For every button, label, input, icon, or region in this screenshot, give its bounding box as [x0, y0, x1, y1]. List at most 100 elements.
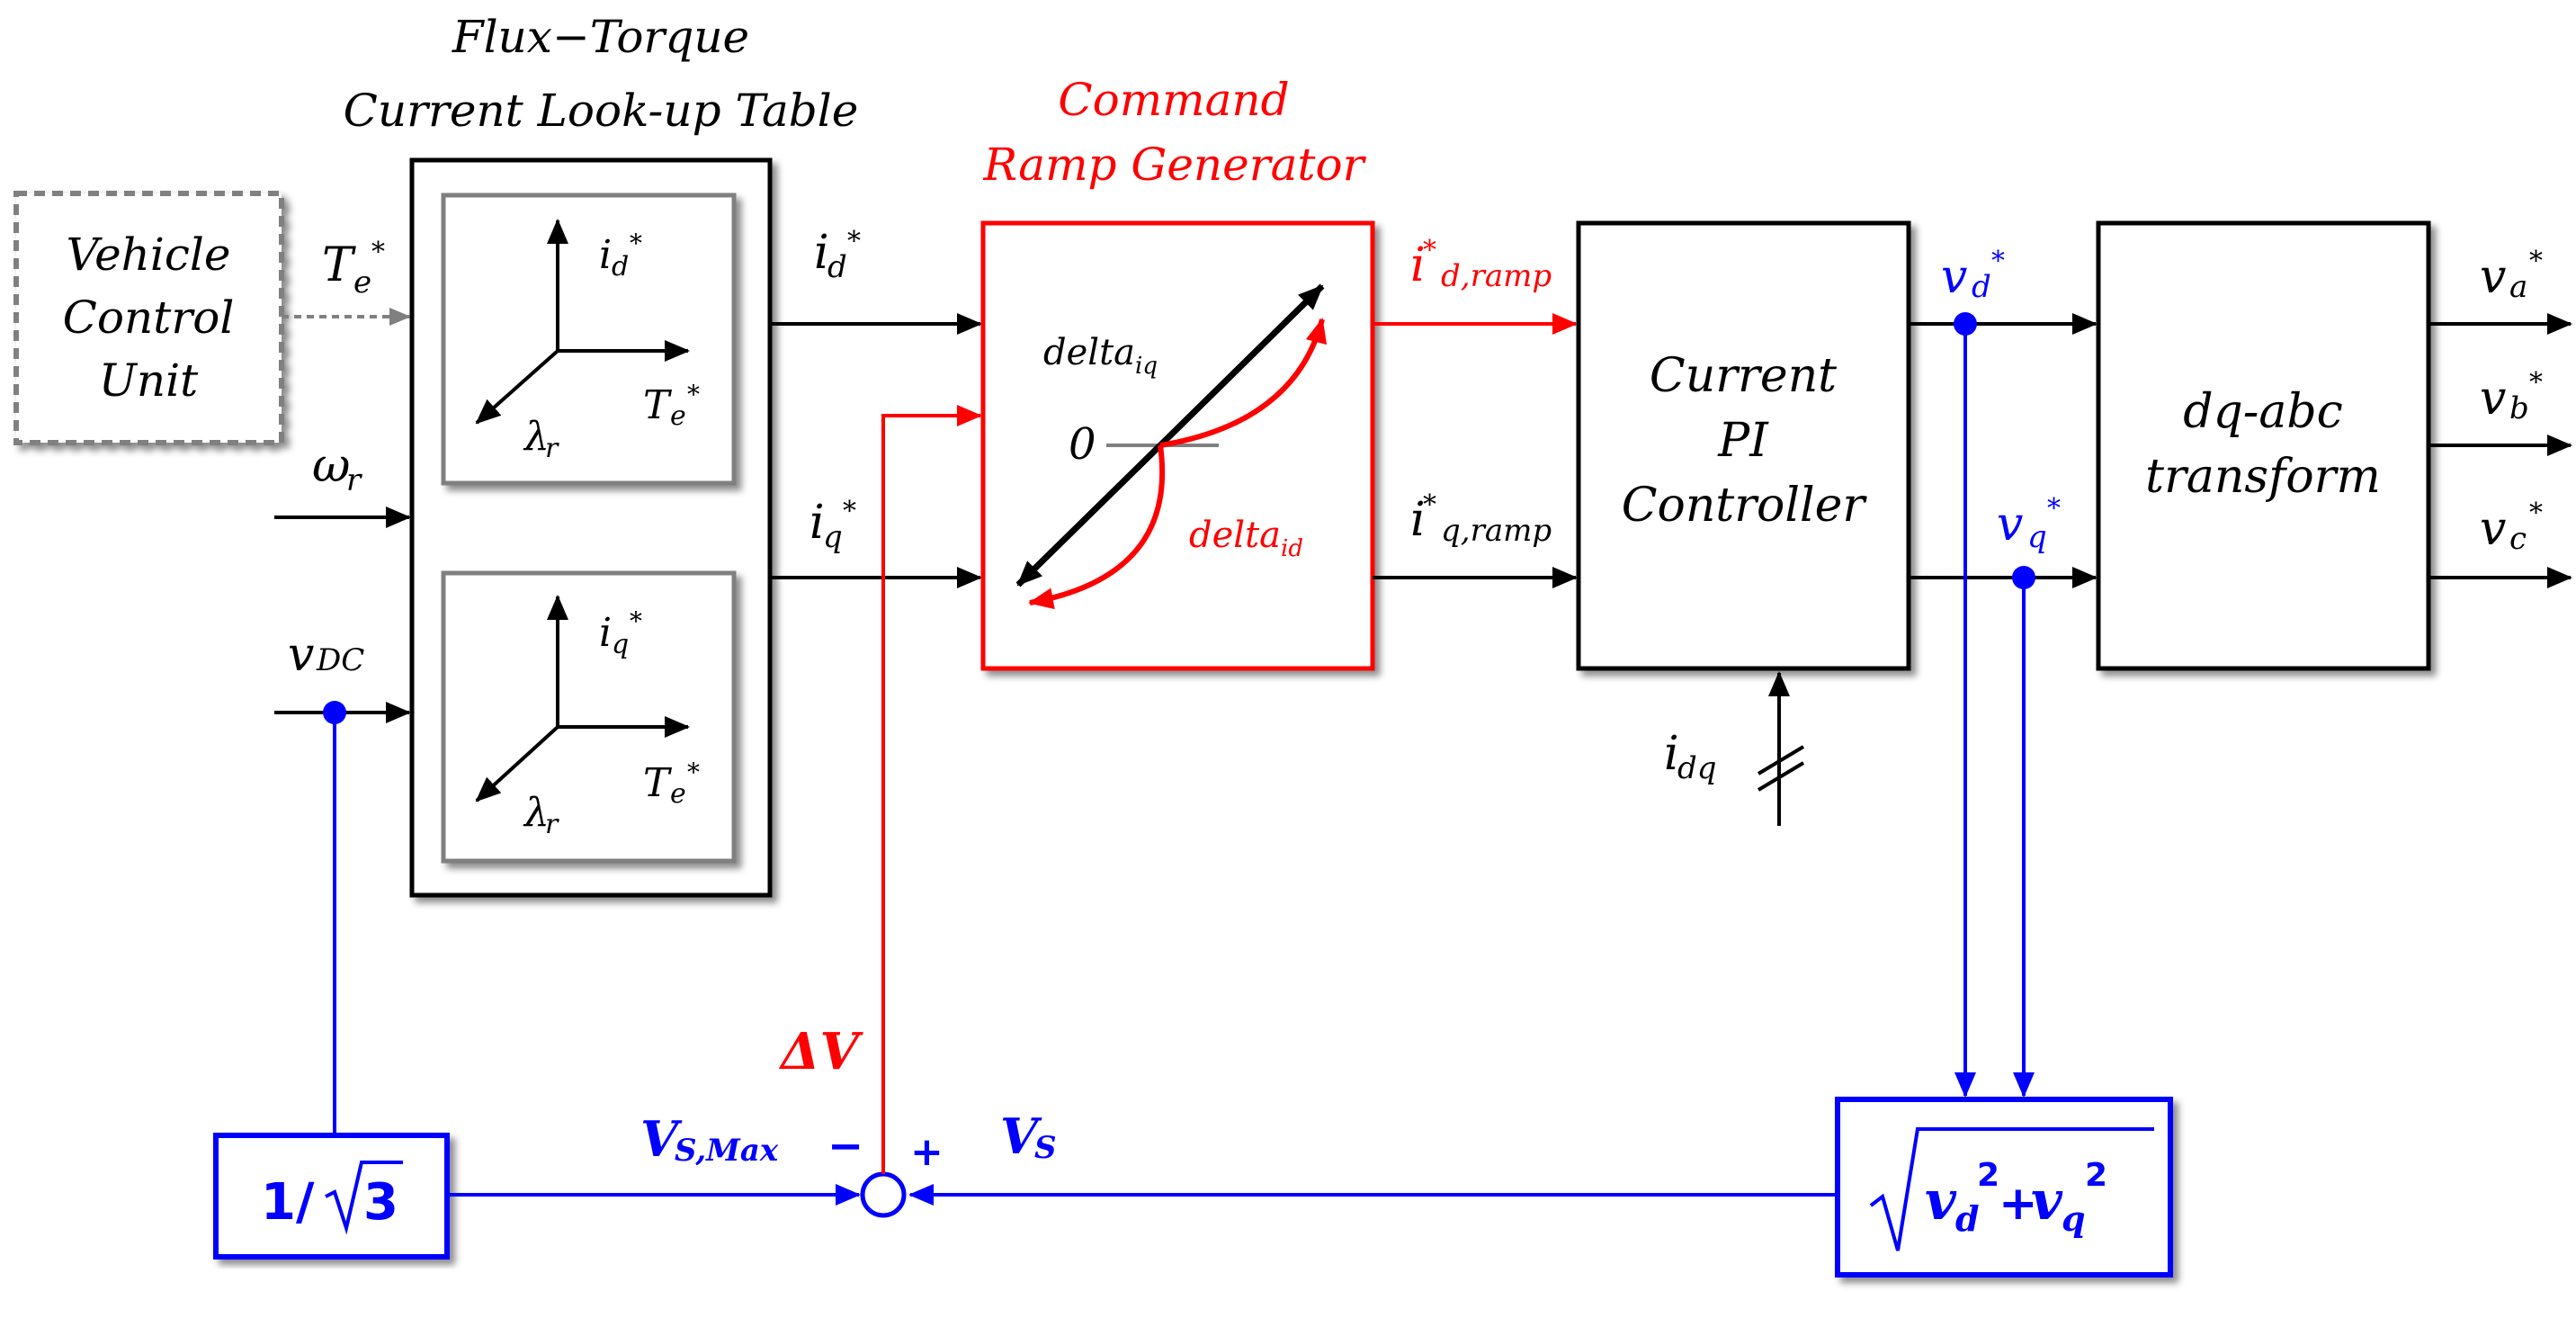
plus-sign: + [910, 1129, 944, 1175]
vcu-label-line2: Control [63, 291, 235, 344]
gain-denominator: 3 [363, 1173, 398, 1232]
svg-text:d: d [1955, 1198, 1980, 1239]
id-ramp-label: i * d,ramp [1410, 235, 1552, 294]
svg-text:v: v [1941, 250, 1967, 304]
summing-junction [860, 1171, 907, 1218]
svg-text:i: i [1410, 238, 1426, 292]
svg-text:v: v [2480, 502, 2506, 556]
svg-text:*: * [1423, 235, 1436, 266]
ramp-generator-graphic: delta iq delta id 0 [1015, 283, 1328, 610]
svg-text:q: q [2062, 1198, 2086, 1239]
svg-text:S,Max: S,Max [675, 1133, 779, 1169]
svg-text:v: v [2480, 250, 2506, 304]
sqrt-sign-icon [325, 1161, 403, 1235]
svg-text:*: * [847, 226, 861, 257]
iq-ramp-label: i * q,ramp [1410, 489, 1552, 549]
vdc-sub: DC [316, 642, 364, 678]
id-command-label: i d * [814, 226, 861, 285]
pi-label-line2: PI [1717, 414, 1769, 468]
svg-text:a: a [2509, 269, 2527, 305]
svg-text:+: + [1999, 1177, 2038, 1231]
id-lookup-subtable: i d * T e * λ r [441, 193, 737, 486]
svg-text:b: b [2509, 390, 2529, 426]
upper-axis-i-star: * [630, 229, 642, 258]
transform-label-line2: transform [2145, 450, 2381, 504]
te-sub: e [353, 264, 371, 300]
lower-axis-i: i [599, 610, 612, 656]
svg-text:q: q [823, 519, 843, 555]
svg-text:i: i [814, 226, 829, 280]
pi-label-line1: Current [1650, 349, 1837, 403]
lower-axis-i-star: * [630, 606, 642, 636]
vc-label: v c * [2480, 498, 2543, 557]
pi-label-line3: Controller [1622, 479, 1868, 533]
omega-symbol: ω [312, 439, 350, 493]
svg-text:c: c [2509, 521, 2527, 557]
idq-label: i dq [1664, 727, 1717, 786]
delta-v-label: ΔV [778, 1022, 863, 1081]
svg-text:*: * [2529, 367, 2543, 399]
delta-id-label: delta [1189, 515, 1281, 556]
upper-axis-lambda: λ [523, 414, 550, 460]
svg-text:*: * [2529, 246, 2543, 277]
svg-text:dq: dq [1677, 750, 1717, 786]
vd-label: v d * [1941, 246, 2005, 305]
te-star: * [371, 237, 385, 268]
svg-text:i: i [1664, 727, 1679, 781]
ramp-title-line2: Ramp Generator [982, 139, 1366, 191]
transform-label-line1: dq-abc [2183, 385, 2343, 439]
svg-text:V: V [1000, 1107, 1042, 1165]
vb-label: v b * [2480, 367, 2543, 426]
torque-command-label: T e * [322, 237, 385, 300]
lower-axis-i-sub: q [612, 629, 629, 660]
upper-axis-i: i [599, 232, 612, 278]
upper-axis-te-sub: e [670, 400, 686, 432]
svg-text:2: 2 [1977, 1157, 1999, 1194]
svg-text:*: * [2047, 493, 2061, 525]
svg-text:v: v [1997, 498, 2023, 551]
upper-axis-lambda-sub: r [545, 433, 559, 464]
vq-label: v q * [1997, 493, 2061, 555]
svg-text:*: * [843, 496, 856, 527]
vsmax-label: V S,Max [640, 1110, 779, 1169]
lut-title-line2: Current Look-up Table [344, 85, 859, 137]
ramp-title-line1: Command [1058, 74, 1289, 126]
delta-iq-label: delta [1043, 332, 1135, 373]
gain-label: 1/ 3 [261, 1161, 403, 1235]
svg-text:V: V [640, 1110, 683, 1168]
lut-title-line1: Flux−Torque [452, 11, 749, 63]
svg-text:v: v [1925, 1170, 1957, 1233]
svg-text:v: v [2031, 1170, 2063, 1233]
omega-sub: r [346, 462, 362, 498]
bus-slash-1 [1757, 745, 1805, 776]
gain-numerator: 1/ [261, 1173, 315, 1232]
svg-text:*: * [2529, 498, 2543, 529]
upper-axis-te: T [643, 382, 673, 428]
bus-slash-2 [1757, 761, 1805, 792]
vdc-label: v DC [288, 628, 364, 682]
va-label: v a * [2480, 246, 2543, 305]
minus-sign: − [827, 1121, 863, 1171]
gain-block [213, 1133, 450, 1260]
pi-controller-block [1576, 220, 1911, 671]
upper-axis-i-sub: d [612, 251, 629, 282]
svg-text:*: * [1991, 246, 2005, 277]
svg-text:*: * [1423, 489, 1436, 521]
delta-id-sub: id [1281, 535, 1303, 562]
vs-label: V S [1000, 1107, 1057, 1166]
dq-abc-transform-block [2096, 220, 2431, 671]
zero-label: 0 [1069, 419, 1096, 470]
te-label: T [322, 238, 356, 292]
svg-text:d: d [1972, 269, 1991, 305]
svg-text:2: 2 [2085, 1157, 2107, 1194]
delta-iq-sub: iq [1135, 353, 1158, 380]
lower-axis-te-star: * [687, 758, 700, 787]
magnitude-sqrt-icon [1869, 1127, 2154, 1251]
svg-text:S: S [1034, 1130, 1057, 1166]
svg-text:d: d [827, 249, 847, 285]
lower-axis-lambda-sub: r [545, 809, 559, 840]
magnitude-label: v d 2 + v q 2 [1869, 1127, 2154, 1251]
svg-text:q: q [2027, 519, 2047, 555]
lower-axis-te: T [643, 760, 673, 806]
